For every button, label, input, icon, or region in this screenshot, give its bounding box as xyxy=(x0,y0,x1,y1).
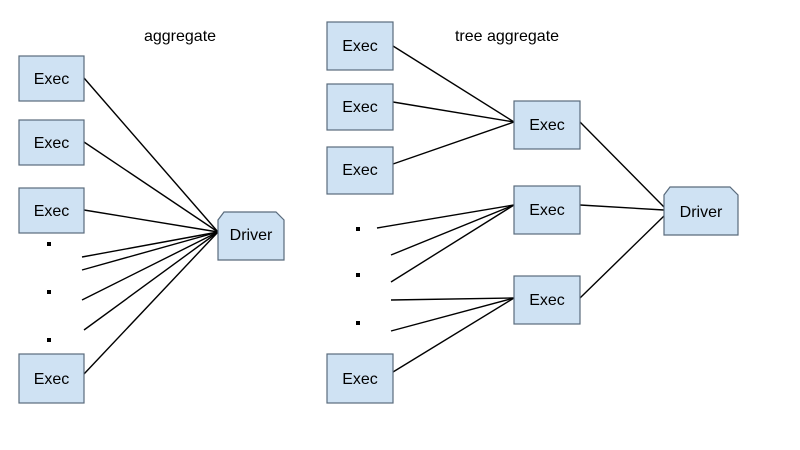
driver-label: Driver xyxy=(230,227,273,244)
edge xyxy=(392,121,515,165)
aggregate-panel: aggregate Exec Exec Exec xyxy=(18,28,285,404)
exec-node: Exec xyxy=(326,83,394,131)
exec-node: Exec xyxy=(326,353,394,404)
edge xyxy=(390,204,515,283)
edge xyxy=(81,231,219,271)
intermediate-exec-node: Exec xyxy=(513,275,581,325)
edge xyxy=(83,77,219,233)
ellipsis xyxy=(47,242,51,342)
ellipsis-dot xyxy=(356,273,360,277)
edge xyxy=(83,141,219,233)
exec-node: Exec xyxy=(18,353,85,404)
edge xyxy=(390,204,515,256)
edge xyxy=(390,297,515,332)
ellipsis-dot xyxy=(356,321,360,325)
exec-node: Exec xyxy=(326,21,394,71)
ellipsis-dot xyxy=(47,290,51,294)
edge xyxy=(390,297,515,301)
exec-label: Exec xyxy=(529,292,565,309)
edge xyxy=(83,209,219,233)
intermediate-exec-node: Exec xyxy=(513,185,581,235)
exec-label: Exec xyxy=(342,371,378,388)
aggregate-edges xyxy=(81,77,219,375)
edge xyxy=(392,101,515,123)
aggregate-title: aggregate xyxy=(144,28,216,45)
exec-node: Exec xyxy=(18,119,85,166)
tree-aggregate-title: tree aggregate xyxy=(455,28,559,45)
edge xyxy=(376,204,515,229)
exec-label: Exec xyxy=(342,38,378,55)
edge xyxy=(81,231,219,301)
exec-label: Exec xyxy=(34,371,70,388)
edge xyxy=(579,204,665,211)
exec-label: Exec xyxy=(34,135,70,152)
exec-node: Exec xyxy=(326,146,394,195)
ellipsis-dot xyxy=(47,338,51,342)
edge xyxy=(392,45,515,123)
edge xyxy=(392,297,515,373)
exec-node: Exec xyxy=(18,55,85,102)
exec-label: Exec xyxy=(529,117,565,134)
exec-label: Exec xyxy=(342,99,378,116)
driver-node: Driver xyxy=(217,211,285,261)
edge xyxy=(81,231,219,258)
ellipsis-dot xyxy=(47,242,51,246)
driver-node: Driver xyxy=(663,186,739,236)
exec-label: Exec xyxy=(529,202,565,219)
exec-label: Exec xyxy=(34,203,70,220)
ellipsis-dot xyxy=(356,227,360,231)
driver-label: Driver xyxy=(680,204,723,221)
edge xyxy=(83,231,219,331)
ellipsis xyxy=(356,227,360,325)
exec-label: Exec xyxy=(34,71,70,88)
tree-aggregate-panel: tree aggregate Exec Exec xyxy=(326,21,739,404)
exec-node: Exec xyxy=(18,187,85,234)
edge xyxy=(579,121,665,208)
intermediate-exec-node: Exec xyxy=(513,100,581,150)
tree-aggregate-edges xyxy=(376,45,665,373)
edge xyxy=(83,231,219,375)
exec-label: Exec xyxy=(342,162,378,179)
edge xyxy=(579,215,665,299)
